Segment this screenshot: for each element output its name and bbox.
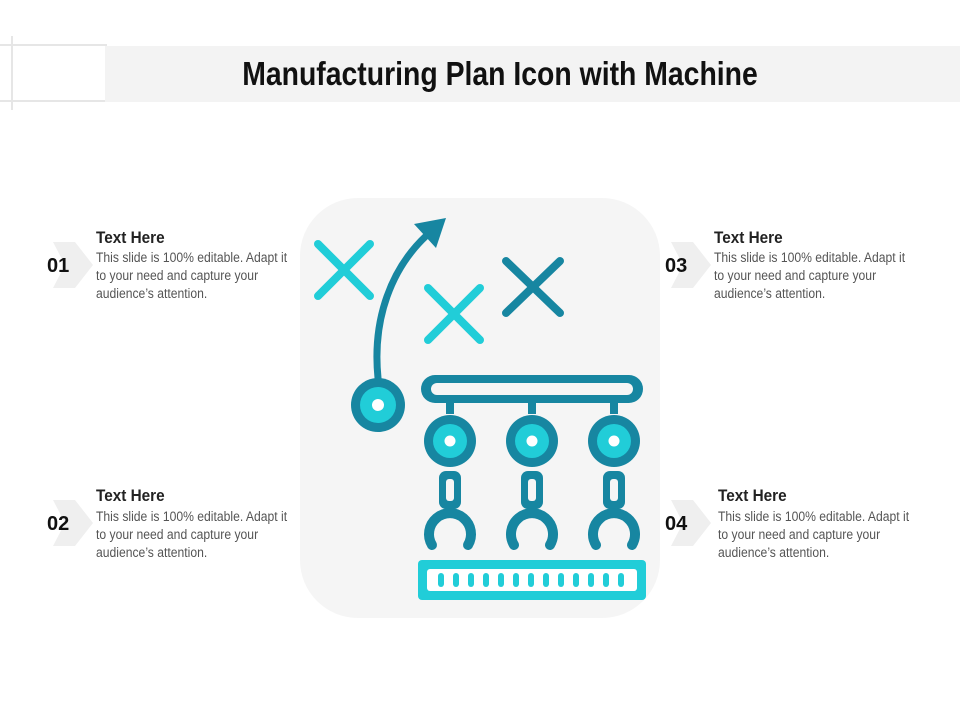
- corner-decoration-bottom: [0, 100, 107, 102]
- item-number: 03: [665, 255, 688, 277]
- item-description: This slide is 100% editable. Adapt it to…: [96, 509, 288, 560]
- corner-decoration-vertical: [11, 36, 13, 110]
- robot-arm-icon: [424, 400, 476, 550]
- robot-arm-icon: [588, 400, 640, 550]
- item-heading: Text Here: [714, 228, 783, 247]
- item-description: This slide is 100% editable. Adapt it to…: [714, 250, 906, 301]
- item-description: This slide is 100% editable. Adapt it to…: [96, 250, 288, 301]
- robot-arm-icon: [506, 400, 558, 550]
- corner-decoration-top: [0, 44, 107, 46]
- item-number: 01: [47, 255, 70, 277]
- item-number: 04: [665, 513, 688, 535]
- machine-rail: [421, 375, 643, 403]
- item-heading: Text Here: [718, 486, 787, 505]
- x-mark-icon: [424, 284, 484, 344]
- item-heading: Text Here: [96, 228, 165, 247]
- start-node-icon: [351, 378, 405, 432]
- item-heading: Text Here: [96, 486, 165, 505]
- x-mark-icon: [502, 257, 564, 317]
- conveyor-belt-icon: [418, 560, 646, 600]
- item-number: 02: [47, 513, 70, 535]
- curved-arrow-icon: [373, 218, 446, 382]
- item-description: This slide is 100% editable. Adapt it to…: [718, 509, 910, 560]
- x-mark-icon: [314, 240, 374, 300]
- page-title: Manufacturing Plan Icon with Machine: [242, 55, 758, 92]
- title-band: [105, 46, 960, 102]
- manufacturing-machine-icon: [314, 218, 646, 600]
